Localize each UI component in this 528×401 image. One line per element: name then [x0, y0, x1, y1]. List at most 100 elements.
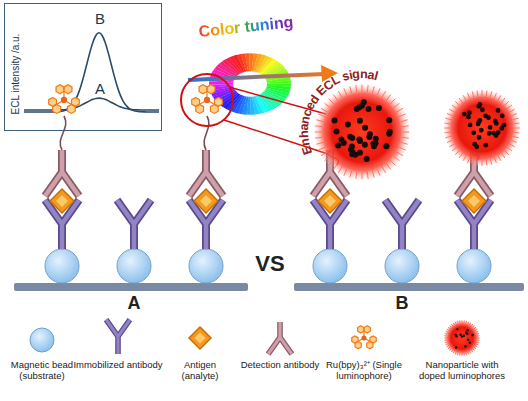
doped-luminophore	[466, 332, 468, 334]
ring	[364, 326, 370, 333]
doped-luminophore	[480, 107, 485, 112]
doped-luminophore	[462, 112, 467, 117]
doped-luminophore	[364, 156, 370, 162]
curve-label: B	[95, 11, 105, 26]
doped-luminophore	[491, 131, 496, 136]
antigen	[50, 189, 74, 213]
comparison-label: VS	[255, 252, 284, 276]
ring	[67, 104, 75, 113]
magnetic-bead	[30, 328, 54, 352]
magnetic-bead	[385, 249, 419, 283]
immobilized-antibody	[385, 200, 419, 249]
doped-luminophore	[496, 108, 501, 113]
legend-text: Nanoparticle with doped luminophores	[416, 360, 508, 382]
nanoparticle	[444, 320, 480, 356]
particle-body	[314, 84, 410, 180]
doped-luminophore	[362, 125, 368, 131]
ru-luminophore	[49, 85, 80, 114]
doped-luminophore	[366, 106, 372, 112]
doped-luminophore	[467, 110, 472, 115]
linker	[60, 116, 66, 150]
doped-luminophore	[341, 140, 347, 146]
doped-luminophore	[334, 129, 340, 135]
magnetic-bead	[313, 249, 347, 283]
ring	[358, 326, 364, 333]
antibody-highlight	[45, 150, 79, 196]
doped-luminophore	[349, 135, 355, 141]
metal-center	[204, 97, 210, 103]
chart-panel: ECL intensity /a.u. B A	[4, 3, 162, 131]
doped-luminophore	[466, 329, 468, 331]
antigen-highlight	[56, 195, 68, 207]
doped-luminophore	[383, 143, 389, 149]
legend-text: Magnetic bead (substrate)	[6, 360, 78, 382]
letter: g	[352, 68, 361, 82]
metal-center	[61, 97, 67, 103]
substrate-bar	[14, 283, 248, 291]
doped-luminophore	[486, 115, 491, 120]
antigen	[194, 189, 218, 213]
doped-luminophore	[357, 150, 363, 156]
letter: h	[298, 130, 312, 138]
antigen	[462, 189, 486, 213]
antibody-highlight	[117, 200, 151, 249]
doped-luminophore	[345, 122, 351, 128]
ring	[199, 85, 207, 94]
doped-luminophore	[493, 119, 498, 124]
antigen-highlight	[324, 195, 336, 207]
detection-antibody	[45, 150, 79, 196]
doped-luminophore	[386, 117, 392, 123]
ring	[49, 97, 57, 106]
doped-luminophore	[463, 335, 465, 337]
detection-antibody	[189, 150, 223, 196]
doped-luminophore	[357, 118, 363, 124]
doped-luminophore	[474, 144, 479, 149]
doped-luminophore	[466, 114, 471, 119]
axis-label: ECL intensity /a.u.	[11, 34, 21, 115]
wheel-segment	[229, 56, 243, 74]
particle-body	[444, 90, 521, 167]
doped-luminophore	[332, 117, 338, 123]
legend-text: Ru(bpy)₃²⁺ (Single luminophore)	[314, 360, 414, 382]
antigen	[318, 189, 342, 213]
linker	[204, 116, 209, 150]
ecl-curve	[24, 98, 159, 110]
ring	[56, 85, 64, 94]
doped-luminophore	[478, 102, 483, 107]
ring	[64, 85, 72, 94]
ring	[207, 85, 215, 94]
antibody-highlight	[268, 322, 292, 354]
ring	[352, 336, 358, 343]
doped-luminophore	[455, 335, 457, 337]
curve-label: A	[95, 81, 105, 96]
ru-luminophore	[192, 85, 223, 114]
doped-luminophore	[387, 129, 393, 135]
doped-luminophore	[455, 346, 457, 348]
nanoparticle	[444, 90, 521, 167]
ring	[210, 104, 218, 113]
signal-annotation: Enhanced ECL signal	[293, 63, 389, 163]
antigen-highlight	[195, 333, 206, 344]
magnetic-bead	[117, 249, 151, 283]
doped-luminophore	[479, 128, 484, 133]
doped-luminophore	[501, 123, 506, 128]
particle-body	[444, 320, 480, 356]
doped-luminophore	[471, 130, 476, 135]
panel-label: B	[396, 294, 409, 314]
antigen-highlight	[468, 195, 480, 207]
substrate-bar	[294, 283, 524, 291]
color-wheel	[196, 43, 305, 125]
doped-luminophore	[477, 135, 482, 140]
antigen	[189, 327, 211, 349]
doped-luminophore	[376, 105, 382, 111]
legend-text: Antigen (analyte)	[165, 360, 235, 382]
doped-luminophore	[335, 143, 341, 149]
doped-luminophore	[367, 131, 373, 137]
antibody-highlight	[385, 200, 419, 249]
ecl-curve	[24, 33, 159, 112]
doped-luminophore	[488, 125, 493, 130]
doped-luminophore	[357, 138, 363, 144]
ru-luminophore	[352, 326, 376, 349]
